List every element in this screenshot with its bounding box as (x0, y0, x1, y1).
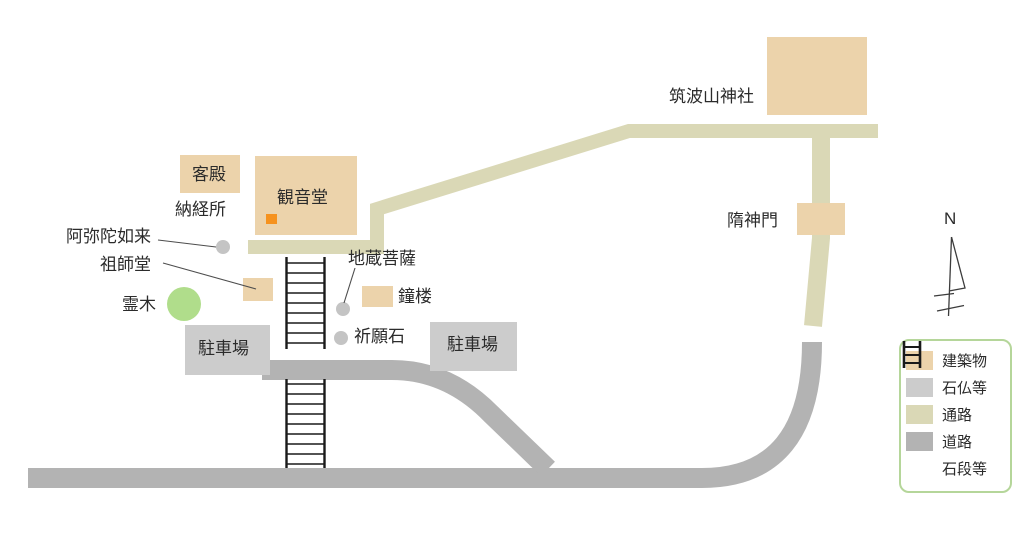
building-kyakuden (180, 155, 240, 193)
pathway-swatch (906, 405, 933, 424)
kiganseki-marker (334, 331, 348, 345)
building-shoro (362, 286, 393, 307)
amida-pointer-line (157, 239, 217, 248)
pointer-lines (157, 239, 356, 304)
tsukuba-shrine-label: 筑波山神社 (669, 87, 754, 106)
legend-item-steps: 石段等 (902, 341, 1010, 482)
reiboku-tree-circle (167, 287, 201, 321)
north-label: N (944, 209, 957, 228)
legend-item-label: 通路 (942, 407, 973, 424)
road-swatch (906, 432, 933, 451)
parking-left-area (185, 325, 270, 375)
map-legend: 建築物 石仏等 通路 道路 (899, 339, 1012, 493)
kyakuden-label: 客殿 (192, 165, 226, 184)
amida-nyorai-label: 阿弥陀如来 (66, 227, 151, 246)
building-zuishinmon (797, 203, 845, 235)
stone-steps-lower (285, 379, 326, 468)
legend-item-label: 石仏等 (942, 380, 988, 397)
stone-steps-upper (285, 257, 326, 349)
soshido-label: 祖師堂 (100, 255, 151, 274)
jizo-pointer-line (343, 267, 356, 304)
legend-item-label: 道路 (942, 434, 973, 451)
legend-item-label: 石段等 (942, 461, 988, 478)
nokyosho-marker (266, 214, 277, 224)
soshido-pointer-line (162, 262, 257, 290)
building-tsukuba-shrine (767, 37, 867, 115)
legend-item-stone: 石仏等 (906, 374, 1010, 401)
stone-swatch (906, 378, 933, 397)
nokyosho-label: 納経所 (175, 200, 226, 219)
pathway-shrine-gate (804, 131, 830, 327)
shoro-label: 鐘楼 (398, 287, 432, 306)
legend-item-label: 建築物 (942, 353, 988, 370)
jizo-bosatsu-label: 地蔵菩薩 (348, 249, 416, 268)
amida-nyorai-marker (216, 240, 230, 254)
road-parking-branch (262, 360, 555, 477)
legend-item-pathway: 通路 (906, 401, 1010, 428)
north-arrow-icon (933, 236, 966, 317)
parking-right-label: 駐車場 (447, 335, 498, 354)
zuishinmon-label: 隋神門 (727, 211, 778, 230)
kannondo-label: 観音堂 (277, 188, 328, 207)
parking-left-label: 駐車場 (198, 339, 249, 358)
kiganseki-label: 祈願石 (354, 327, 405, 346)
pathway-main (248, 124, 878, 254)
building-soshido (243, 278, 273, 301)
legend-item-road: 道路 (906, 428, 1010, 455)
road-bottom (28, 341, 822, 488)
jizo-bosatsu-marker (336, 302, 350, 316)
parking-right-area (430, 322, 517, 371)
reiboku-label: 霊木 (122, 295, 156, 314)
